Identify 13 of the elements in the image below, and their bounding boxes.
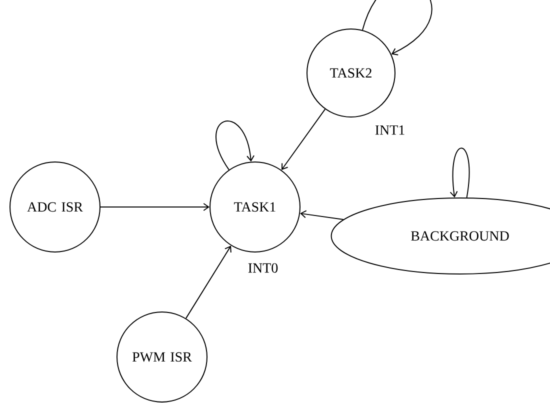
interrupt-label: INT1 [375, 125, 404, 135]
arrow [450, 148, 470, 198]
arrow [185, 246, 232, 319]
arrow [282, 108, 326, 170]
arrow [215, 120, 254, 170]
circle-node: ADC ISR [10, 162, 100, 252]
circle-node: PWM ISR [116, 312, 208, 402]
arrow [100, 203, 210, 211]
circle-node: TASK2 [306, 28, 396, 118]
circle-node: TASK1 [210, 162, 300, 252]
arrow [300, 210, 344, 220]
interrupt-label: INT0 [248, 263, 278, 273]
arrow [362, 0, 432, 56]
